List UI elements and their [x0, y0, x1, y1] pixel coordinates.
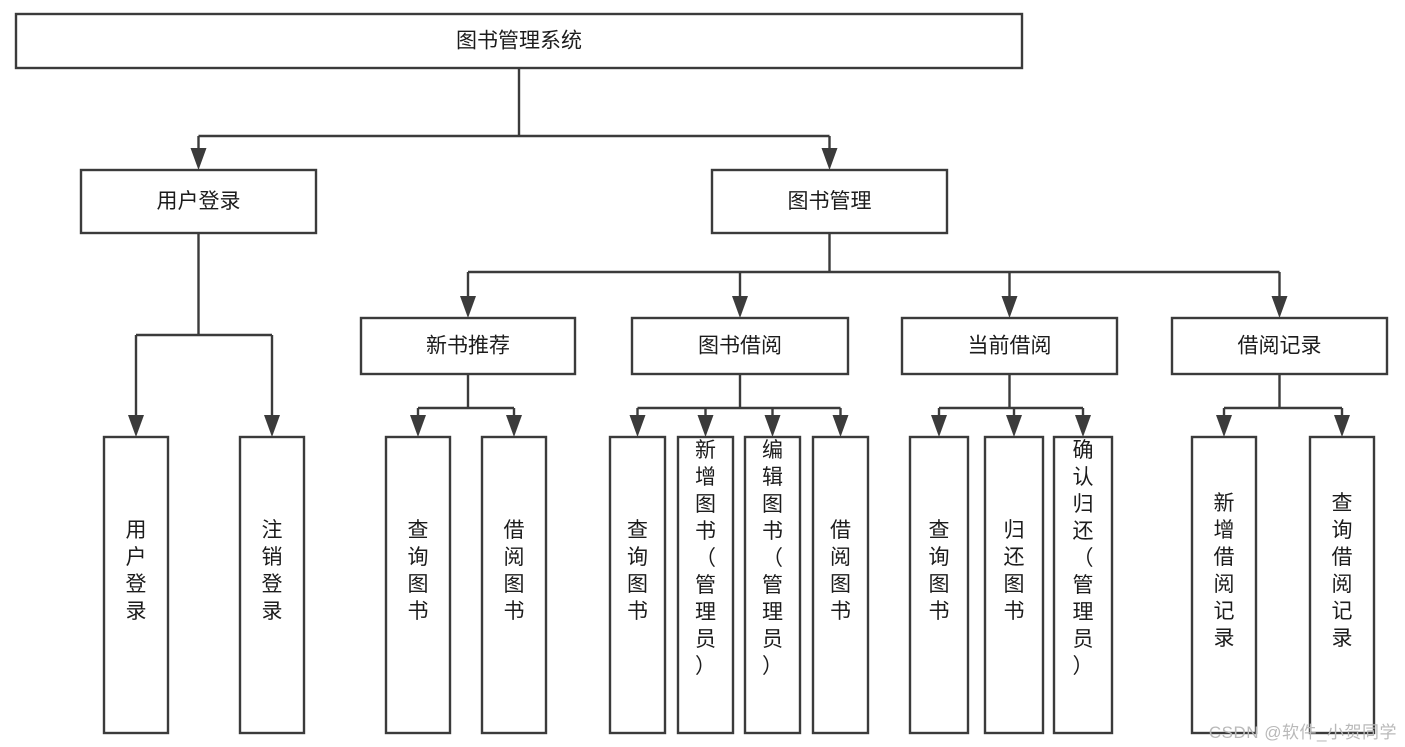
node-box: [900, 316, 1119, 376]
node-label: 查询借阅记录: [1332, 492, 1353, 650]
node-label: 借阅记录: [1238, 335, 1322, 358]
node-label: 借阅图书: [504, 519, 525, 623]
node-label: 查询图书: [627, 519, 648, 623]
node-label: 用户登录: [157, 190, 241, 213]
node-leaf-add-record[interactable]: 新增借阅记录: [1190, 435, 1258, 735]
node-label: 注销登录: [262, 519, 283, 623]
node-root[interactable]: 图书管理系统: [14, 12, 1024, 70]
node-label: 新增图书（管理员）: [695, 439, 716, 678]
node-leaf-logout[interactable]: 注销登录: [238, 435, 306, 735]
node-box: [14, 12, 1024, 70]
node-leaf-query-book-current[interactable]: 查询图书: [908, 435, 970, 735]
arrow-head-icon: [506, 415, 522, 437]
node-label: 图书借阅: [698, 335, 782, 358]
arrow-head-icon: [832, 415, 849, 437]
arrow-head-icon: [629, 415, 646, 437]
node-new-book-rec[interactable]: 新书推荐: [359, 316, 577, 376]
node-box: [102, 435, 170, 735]
node-box: [811, 435, 870, 735]
arrow-head-icon: [128, 415, 144, 437]
arrow-head-icon: [264, 415, 280, 437]
node-label: 查询图书: [929, 519, 950, 623]
node-layer: 图书管理系统用户登录图书管理新书推荐图书借阅当前借阅借阅记录用户登录注销登录查询…: [14, 12, 1389, 735]
connector-layer: [128, 68, 1350, 437]
node-box: [1190, 435, 1258, 735]
node-leaf-query-book-borrow[interactable]: 查询图书: [608, 435, 667, 735]
arrow-head-icon: [1006, 415, 1022, 437]
node-label: 用户登录: [126, 519, 147, 623]
watermark-label: CSDN @软件_小贺同学: [1208, 723, 1397, 742]
arrow-head-icon: [460, 296, 476, 318]
node-label: 图书管理系统: [456, 30, 582, 53]
node-box: [1052, 435, 1114, 735]
arrow-head-icon: [821, 148, 838, 170]
node-borrow-record[interactable]: 借阅记录: [1170, 316, 1389, 376]
node-current-borrow[interactable]: 当前借阅: [900, 316, 1119, 376]
node-user-login[interactable]: 用户登录: [79, 168, 318, 235]
node-box: [238, 435, 306, 735]
arrow-head-icon: [1271, 296, 1288, 318]
node-book-borrow[interactable]: 图书借阅: [630, 316, 850, 376]
node-box: [1308, 435, 1376, 735]
node-box: [79, 168, 318, 235]
node-book-manage[interactable]: 图书管理: [710, 168, 949, 235]
arrow-head-icon: [190, 148, 207, 170]
node-label: 借阅图书: [830, 519, 851, 623]
node-label: 新增借阅记录: [1214, 492, 1235, 650]
node-label: 归还图书: [1004, 519, 1025, 623]
arrow-head-icon: [764, 415, 781, 437]
node-box: [743, 435, 802, 735]
node-leaf-return-book[interactable]: 归还图书: [983, 435, 1045, 735]
node-leaf-query-record[interactable]: 查询借阅记录: [1308, 435, 1376, 735]
node-label: 新书推荐: [426, 335, 510, 358]
node-box: [630, 316, 850, 376]
node-label: 查询图书: [408, 519, 429, 623]
node-box: [608, 435, 667, 735]
arrow-head-icon: [1216, 415, 1232, 437]
arrow-head-icon: [1334, 415, 1350, 437]
node-leaf-add-book[interactable]: 新增图书（管理员）: [676, 435, 735, 735]
node-leaf-query-book-rec[interactable]: 查询图书: [384, 435, 452, 735]
node-box: [676, 435, 735, 735]
node-leaf-confirm-return[interactable]: 确认归还（管理员）: [1052, 435, 1114, 735]
node-label: 当前借阅: [968, 335, 1052, 358]
node-box: [480, 435, 548, 735]
node-leaf-borrow-book[interactable]: 借阅图书: [811, 435, 870, 735]
arrow-head-icon: [931, 415, 947, 437]
arrow-head-icon: [732, 296, 748, 318]
node-label: 图书管理: [788, 190, 872, 213]
arrow-head-icon: [1075, 415, 1091, 437]
node-label: 编辑图书（管理员）: [762, 439, 783, 678]
node-box: [983, 435, 1045, 735]
node-leaf-borrow-book-rec[interactable]: 借阅图书: [480, 435, 548, 735]
node-box: [359, 316, 577, 376]
node-leaf-edit-book[interactable]: 编辑图书（管理员）: [743, 435, 802, 735]
node-box: [384, 435, 452, 735]
arrow-head-icon: [697, 415, 714, 437]
node-leaf-user-login[interactable]: 用户登录: [102, 435, 170, 735]
node-box: [908, 435, 970, 735]
arrow-head-icon: [1001, 296, 1018, 318]
node-box: [710, 168, 949, 235]
node-label: 确认归还（管理员）: [1073, 439, 1094, 678]
node-box: [1170, 316, 1389, 376]
arrow-head-icon: [410, 415, 426, 437]
